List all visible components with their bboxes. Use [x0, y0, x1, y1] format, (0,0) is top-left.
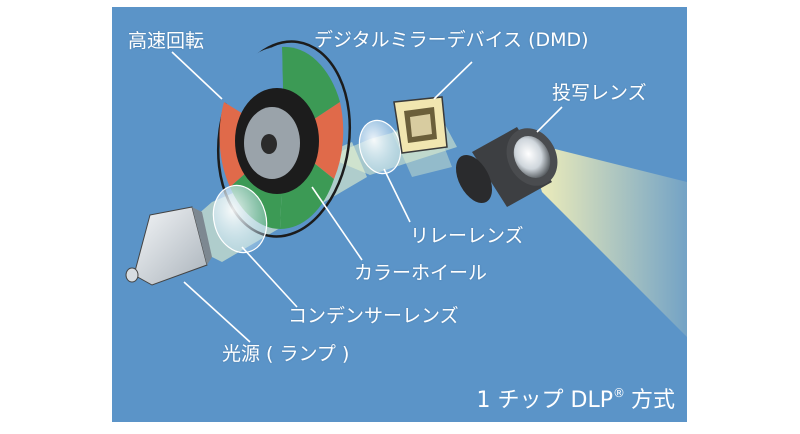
caption-suffix: 方式 [630, 388, 675, 413]
color-wheel [216, 40, 352, 238]
label-color-wheel: カラーホイール [354, 262, 488, 284]
leader-line-dmd [433, 61, 473, 100]
leader-line-relay-lens [383, 168, 411, 223]
lamp-front-edge [192, 207, 212, 265]
leader-line-wheel [171, 51, 223, 100]
caption-main: 1 チップ DLP [476, 388, 613, 413]
projection-lens-back [455, 154, 493, 204]
projection-lens [455, 127, 558, 207]
dmd-chip [393, 96, 448, 154]
leader-line-projection-lens [536, 106, 563, 133]
diagram-caption: 1 チップ DLP® 方式 [477, 387, 675, 412]
lamp [125, 206, 212, 286]
lamp-reflector [133, 206, 208, 286]
caption-registered-mark: ® [612, 386, 625, 400]
leader-lines [171, 51, 563, 343]
projection-lens-glass [513, 135, 551, 179]
label-relay-lens: リレーレンズ [410, 225, 524, 247]
label-dmd: デジタルミラーデバイス (DMD) [314, 29, 589, 51]
dmd-mirror-surface [410, 114, 432, 137]
wheel-outer-rim [216, 40, 352, 238]
leader-line-lamp [183, 281, 251, 343]
relay-lens [358, 119, 402, 175]
wheel-axle [261, 134, 277, 154]
diagram-canvas: 高速回転 デジタルミラーデバイス (DMD) 投写レンズ リレーレンズ カラーホ… [112, 7, 687, 422]
condenser-lens [212, 184, 268, 254]
label-condenser-lens: コンデンサーレンズ [288, 305, 459, 327]
label-high-speed-rotation: 高速回転 [128, 30, 205, 52]
label-lamp: 光源 ( ランプ ) [222, 343, 350, 365]
dlp-illustration [112, 7, 687, 422]
label-projection-lens: 投写レンズ [552, 82, 647, 104]
lamp-socket [125, 267, 139, 283]
projected-light-beam [527, 142, 687, 337]
leader-line-color-wheel [311, 186, 363, 261]
leader-line-condenser-lens [241, 246, 298, 308]
